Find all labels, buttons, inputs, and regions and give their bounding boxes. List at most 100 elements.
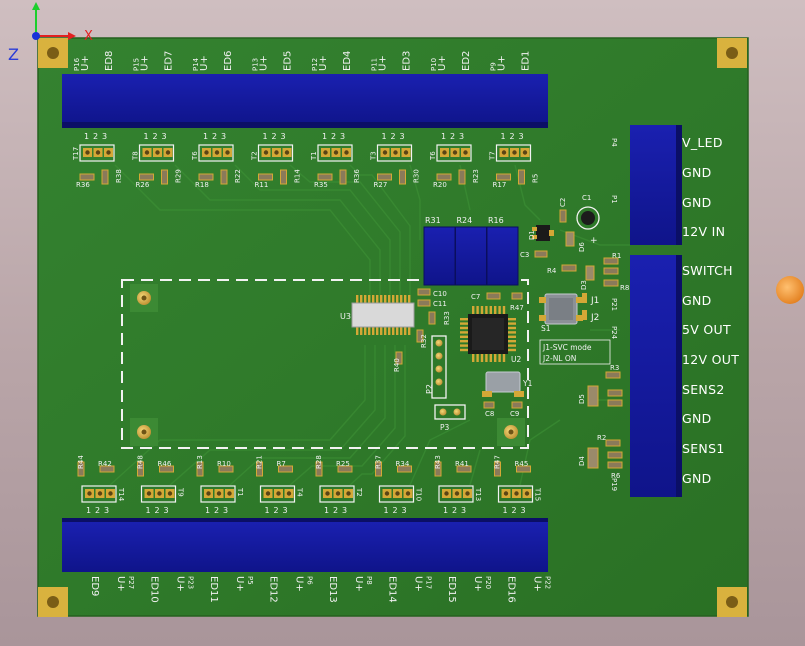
u2-pin-top-0 (472, 306, 475, 315)
u3-pin-bottom-11 (400, 326, 403, 335)
bottom-pin-number-1-1: 2 (155, 506, 160, 515)
u3-pin-bottom-10 (396, 326, 399, 335)
u2-pin-bottom-2 (480, 353, 484, 362)
u2-pin-top-6 (498, 306, 501, 315)
u2-pin-bottom-1 (476, 353, 479, 362)
top-resistor-a-3 (258, 173, 273, 181)
top-transistor-outline-6 (436, 144, 472, 162)
right-connector-lower (630, 255, 682, 497)
bottom-transistor-label-3: T4 (296, 487, 304, 497)
view-orbit-handle[interactable] (776, 276, 804, 304)
top-transistor-label-2: T6 (191, 151, 199, 161)
bottom-resistor-a-label-1: R48 (137, 455, 145, 469)
header-p2: P2 (425, 335, 447, 399)
bottom-pin-number-0-1: 2 (95, 506, 100, 515)
bottom-transistor-label-4: T2 (355, 487, 363, 497)
bottom-resistor-b-0 (99, 465, 115, 473)
switch-s1[interactable]: S1 (539, 293, 583, 333)
u3-pin-top-4 (372, 295, 375, 304)
top-resistor-b-label-5: R30 (413, 169, 421, 183)
top-transistor-outline-1 (138, 144, 175, 162)
c3-label: C3 (520, 251, 529, 259)
bottom-resistor-b-label-6: R41 (455, 460, 469, 468)
p4-label: P4 (610, 138, 618, 147)
top-resistor-b-2 (220, 169, 228, 185)
bottom-transistor-hole-6-1 (454, 491, 460, 496)
power-resistor-label-1: R24 (457, 216, 473, 225)
bottom-resistor-b-7 (516, 465, 531, 473)
bottom-resistor-b-label-3: R7 (277, 460, 286, 468)
top-transistor-hole-7-0 (501, 150, 507, 155)
bottom-transistor-hole-4-1 (335, 491, 341, 496)
top-transistor-outline-2 (198, 144, 234, 162)
bottom-transistor-label-0: T14 (117, 487, 125, 502)
u2-pin-right-2 (507, 326, 516, 330)
bottom-transistor-hole-0-0 (87, 491, 92, 496)
top-pin-number-7-1: 2 (510, 132, 515, 141)
jumpers[interactable]: J1 J2 (582, 293, 599, 323)
bottom-resistor-a-5 (375, 461, 382, 477)
u2-pin-right-4 (507, 335, 516, 338)
top-ref-label-3: P13 (252, 58, 260, 71)
u3-pin-bottom-8 (388, 326, 391, 335)
bottom-ref-label-0: P27 (127, 576, 135, 589)
right-label-1: GND (682, 165, 712, 180)
bottom-pin-number-0-2: 3 (104, 506, 109, 515)
mounting-hole-bl (38, 587, 68, 617)
right-label-0: V_LED (682, 135, 723, 150)
bottom-transistor-hole-7-2 (524, 491, 530, 496)
bottom-pin-number-7-2: 3 (521, 506, 526, 515)
bottom-resistor-a-7 (494, 461, 501, 477)
bottom-transistor-hole-3-0 (265, 491, 271, 496)
bottom-pin-number-5-0: 1 (384, 506, 389, 515)
top-header-label-15: ED1 (521, 51, 532, 71)
top-transistor-hole-4-2 (344, 150, 349, 155)
bottom-transistor-hole-5-1 (395, 491, 400, 496)
u3-pin-bottom-2 (364, 326, 367, 335)
bottom-pin-number-0-0: 1 (86, 506, 91, 515)
top-transistor-hole-6-2 (463, 150, 468, 155)
top-transistor-hole-3-1 (274, 150, 279, 155)
bottom-transistor-outline-7 (497, 485, 534, 503)
top-transistor-outline-0 (79, 144, 115, 162)
u2-pin-bottom-3 (485, 353, 488, 362)
bottom-ref-label-5: P17 (425, 576, 433, 589)
bottom-pin-number-4-1: 2 (333, 506, 338, 515)
top-transistor-hole-5-1 (393, 150, 398, 155)
bottom-header-label-3: U+ (175, 576, 186, 592)
bottom-pin-number-6-1: 2 (452, 506, 457, 515)
r4-label: R4 (547, 267, 557, 275)
top-pin-number-4-0: 1 (322, 132, 327, 141)
r47-label: R47 (510, 304, 524, 312)
bottom-transistor-hole-4-2 (346, 491, 351, 496)
bottom-pin-number-4-0: 1 (324, 506, 329, 515)
u3-pin-bottom-3 (368, 326, 371, 335)
p19-label: P19 (610, 478, 618, 491)
top-pin-number-5-0: 1 (382, 132, 387, 141)
top-pin-number-3-1: 2 (272, 132, 277, 141)
bottom-resistor-b-label-7: R45 (515, 460, 529, 468)
p2-label: P2 (425, 384, 434, 394)
top-pin-number-1-0: 1 (144, 132, 149, 141)
top-transistor-hole-6-1 (452, 150, 458, 155)
c10-label: C10 (433, 290, 447, 298)
u3-pin-top-7 (384, 295, 387, 304)
j2-label: J2 (590, 313, 599, 323)
bottom-header-label-15: U+ (532, 576, 543, 592)
top-header-label-10: U+ (378, 55, 389, 71)
bottom-header-label-9: U+ (353, 576, 364, 592)
right-connector-upper (630, 125, 682, 245)
u2-pin-left-1 (460, 322, 469, 325)
bottom-transistor-hole-0-1 (97, 491, 103, 496)
bottom-header-label-12: ED15 (446, 576, 457, 603)
p24-label: P24 (610, 326, 618, 340)
bottom-transistor-hole-2-0 (206, 491, 211, 496)
u2-pin-bottom-0 (472, 353, 475, 362)
u2-pin-top-4 (489, 306, 492, 315)
bottom-transistor-hole-7-0 (503, 491, 509, 496)
u3-pin-bottom-1 (360, 326, 363, 335)
top-ref-label-4: P12 (311, 58, 319, 71)
